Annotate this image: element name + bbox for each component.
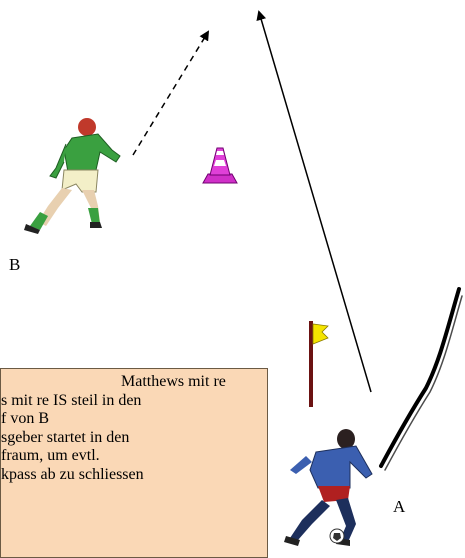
- player-a-label: A: [393, 497, 406, 516]
- note-line: s mit re IS steil in den: [1, 391, 142, 409]
- training-cone-icon: [202, 147, 238, 184]
- note-line: f von B: [1, 410, 49, 427]
- drill-description-box: Matthews mit re s mit re IS steil in den…: [0, 368, 268, 558]
- note-line: kpass ab zu schliessen: [1, 465, 144, 483]
- soccer-player-b-icon: [24, 118, 121, 234]
- note-line: sgeber startet in den: [1, 428, 130, 446]
- note-line: fraum, um evtl.: [1, 447, 100, 464]
- pass-arrow: [256, 10, 372, 393]
- player-b-label: B: [9, 255, 21, 274]
- dribble-path-shadow: [384, 295, 463, 471]
- soccer-ball-icon: [329, 528, 345, 544]
- soccer-player-a-icon: [284, 429, 373, 546]
- corner-flag-icon: [309, 321, 329, 407]
- dashed-run-arrow: [132, 30, 210, 156]
- dribble-path: [379, 287, 461, 468]
- note-line: Matthews mit re: [121, 373, 226, 390]
